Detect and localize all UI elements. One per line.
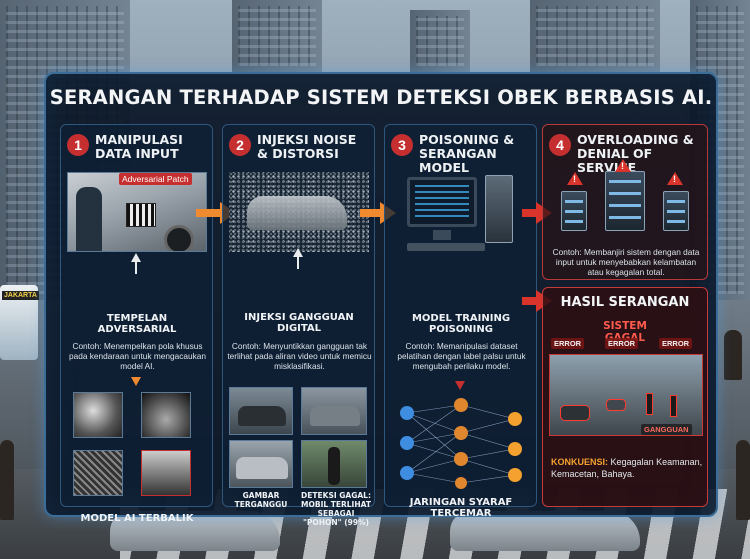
column-header: 2 INJEKSI NOISE & DISTORSI: [229, 133, 370, 161]
warning-icon: [567, 172, 583, 185]
noise-thumb: [73, 450, 123, 496]
code-lines: [415, 185, 469, 219]
noise-thumb: [73, 392, 123, 438]
consequence-text: KONKUENSI: Kegagalan Keamanan, Kemacetan…: [551, 456, 705, 480]
page-title: SERANGAN TERHADAP SISTEM DETEKSI OBEK BE…: [49, 86, 713, 109]
column-manipulasi: 1 MANIPULASI DATA INPUT Adversarial Patc…: [60, 124, 213, 524]
disturbed-image: [229, 440, 293, 488]
car-shape: [236, 457, 288, 479]
arrow-up-icon: [131, 253, 141, 262]
car-shape: [310, 406, 360, 426]
noisy-car-image: [229, 172, 369, 252]
column-overloading: 4 OVERLOADING & DENIAL OF SERVICE Contoh…: [542, 124, 708, 280]
consequence-label: KONKUENSI:: [551, 457, 609, 467]
person-figure: [670, 395, 677, 417]
person-figure: [328, 447, 340, 485]
column-description: Contoh: Membanjiri sistem dengan data in…: [552, 247, 700, 277]
noise-thumb: [141, 392, 191, 438]
car: [450, 511, 640, 551]
person-figure: [646, 393, 653, 415]
car-shape: [247, 196, 347, 230]
caption-right: DETEKSI GAGAL: MOBIL TERLIHAT SEBAGAI "P…: [301, 491, 371, 527]
detection-image: [301, 440, 367, 488]
gangguan-tag: GANGGUAN: [641, 424, 692, 435]
column-heading: POISONING & SERANGAN MODEL: [419, 132, 515, 175]
step-number: 3: [391, 134, 413, 156]
column-header: 1 MANIPULASI DATA INPUT: [67, 133, 208, 161]
column-heading: INJEKSI NOISE & DISTORSI: [257, 132, 357, 161]
column-description: Contoh: Memanipulasi dataset pelatihan d…: [397, 341, 526, 371]
column-description: Contoh: Menyuntikkan gangguan tak terlih…: [227, 341, 372, 371]
car: [110, 511, 280, 551]
column-label: TEMPELAN ADVERSARIAL: [97, 313, 177, 335]
bus: JAKARTA: [0, 285, 39, 360]
person: [724, 330, 742, 380]
building: [410, 10, 470, 72]
column-bottom-label: JARINGAN SYARAF TERCEMAR: [409, 497, 513, 519]
result-title: HASIL SERANGAN: [560, 295, 690, 310]
arrow-shaft: [135, 260, 137, 274]
building: [232, 0, 322, 72]
column-label: INJEKSI GANGGUAN DIGITAL: [244, 312, 354, 334]
step-number: 1: [67, 134, 89, 156]
person-figure: [76, 187, 102, 251]
monitor-icon: [407, 177, 477, 227]
qr-patch: [126, 203, 156, 227]
step-number: 2: [229, 134, 251, 156]
server-icon: [605, 171, 645, 231]
car-patch-image: [67, 172, 207, 252]
column-bottom-label: MODEL AI TERBALIK: [80, 513, 194, 524]
arrow-down-icon: [131, 377, 141, 386]
error-tag: ERROR: [659, 338, 693, 349]
patch-label: Adversarial Patch: [119, 173, 192, 185]
column-heading: MANIPULASI DATA INPUT: [95, 132, 183, 161]
warning-icon: [615, 159, 631, 172]
noise-thumb: [141, 450, 191, 496]
caption-left: GAMBAR TERGANGGU: [234, 491, 288, 509]
person: [736, 440, 750, 520]
infographic-panel: SERANGAN TERHADAP SISTEM DETEKSI OBEK BE…: [44, 72, 718, 527]
server-icon: [663, 191, 689, 231]
warning-icon: [667, 172, 683, 185]
car-shape: [560, 405, 590, 421]
column-header: 3 POISONING & SERANGAN MODEL: [391, 133, 532, 175]
arrow-down-icon: [455, 381, 465, 390]
monitor-stand: [433, 230, 451, 240]
consequence-value: Kegagalan Keamanan, Kemacetan, Bahaya.: [551, 457, 703, 479]
keyboard-icon: [407, 243, 485, 251]
bus-sign: JAKARTA: [2, 291, 39, 300]
computer-tower-icon: [485, 175, 513, 243]
building: [530, 0, 660, 72]
server-icon: [561, 191, 587, 231]
column-label: MODEL TRAINING POISONING: [411, 313, 511, 335]
car-shape: [238, 406, 286, 426]
column-heading: OVERLOADING & DENIAL OF SERVICE: [577, 132, 694, 175]
arrow-shaft: [297, 255, 299, 269]
result-box: HASIL SERANGAN SISTEM GAGAL ERROR ERROR …: [542, 287, 708, 507]
disturbed-image: [229, 387, 293, 435]
column-injeksi: 2 INJEKSI NOISE & DISTORSI INJEKSI GANGG…: [222, 124, 375, 527]
error-tag: ERROR: [605, 338, 639, 349]
car-wheel: [164, 225, 194, 251]
step-number: 4: [549, 134, 571, 156]
column-description: Contoh: Menempelkan pola khusus pada ken…: [68, 341, 206, 371]
street-scene-image: [549, 354, 703, 436]
neural-network-diagram: [400, 398, 522, 489]
car-shape: [606, 399, 626, 411]
arrow-up-icon: [293, 248, 303, 257]
column-poisoning: 3 POISONING & SERANGAN MODEL MODEL TRAIN…: [384, 124, 537, 519]
error-tag: ERROR: [551, 338, 585, 349]
disturbed-image: [301, 387, 367, 435]
person: [0, 440, 14, 520]
